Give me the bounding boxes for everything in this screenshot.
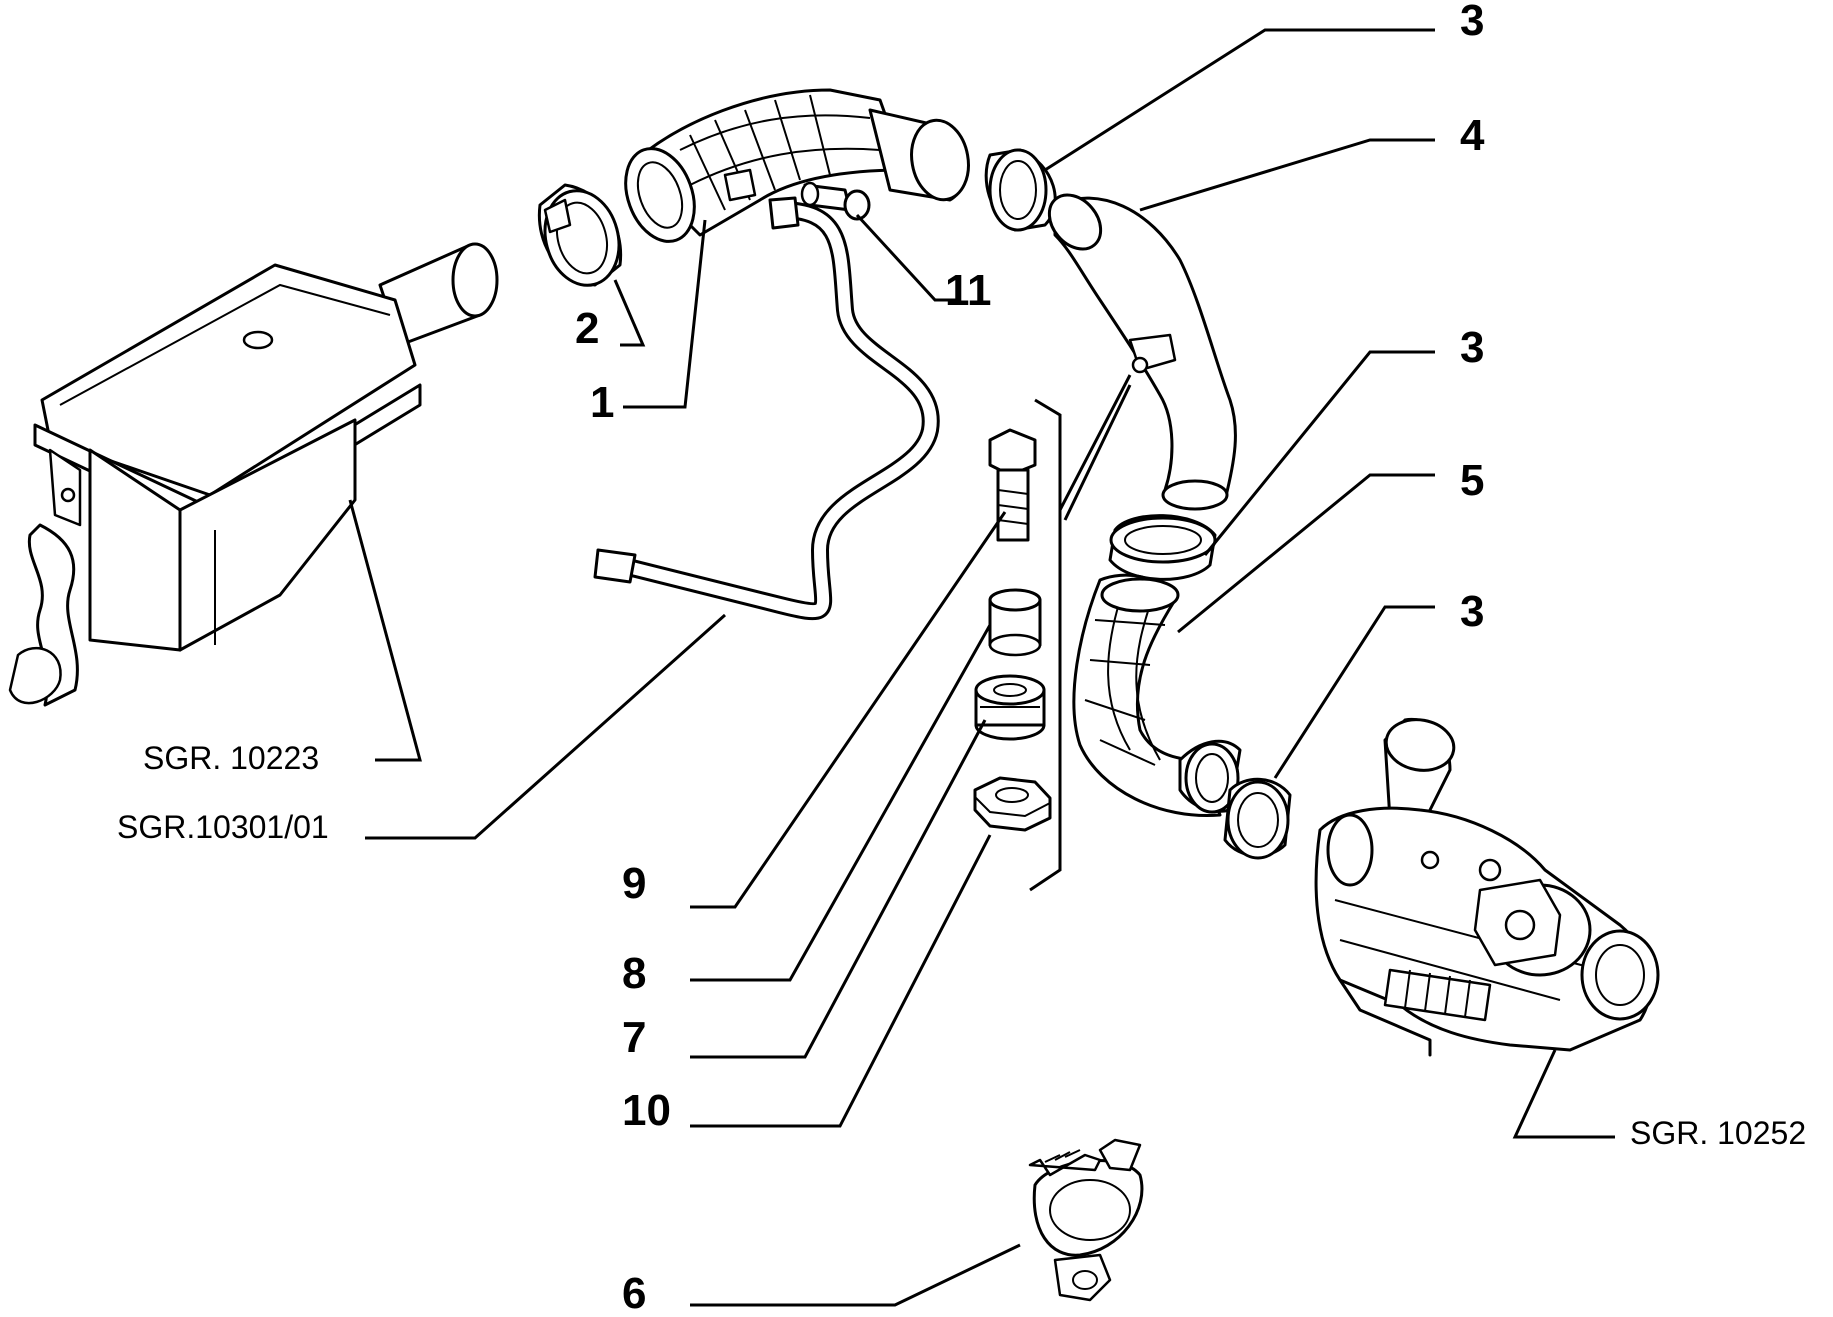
leader-10 (690, 834, 992, 1128)
nut-10 (973, 776, 1052, 832)
callout-4: 4 (1460, 111, 1485, 160)
leader-oil-pipe (365, 613, 726, 840)
leader-3-top (1044, 28, 1435, 172)
leader-3-lower (1273, 605, 1435, 779)
callout-11: 11 (945, 266, 992, 315)
ref-air-filter: SGR. 10223 (143, 740, 319, 776)
leader-5 (1177, 473, 1435, 634)
fitting-11 (800, 181, 871, 221)
leader-4 (1139, 138, 1435, 212)
ref-turbo: SGR. 10252 (1630, 1115, 1806, 1151)
callout-9: 9 (622, 859, 646, 908)
hose-clamp-3-middle (1108, 514, 1217, 581)
callout-3-lower: 3 (1460, 587, 1484, 636)
hose-4 (1047, 193, 1237, 511)
hose-clamp-3-lower (1223, 777, 1292, 860)
leader-2 (613, 279, 646, 347)
leader-8 (690, 624, 992, 982)
leader-7 (690, 719, 987, 1059)
hose-clamp-2 (537, 183, 623, 287)
pipe-clip-6 (1028, 1138, 1144, 1302)
callout-6: 6 (622, 1269, 646, 1317)
leader-6 (690, 1243, 1021, 1307)
grommet-7 (974, 674, 1046, 741)
callout-5: 5 (1460, 456, 1484, 505)
leader-turbo (1512, 1049, 1615, 1139)
leader-11 (855, 213, 960, 302)
callout-2: 2 (575, 304, 599, 353)
turbocharger (1314, 717, 1660, 1057)
callout-7: 7 (622, 1013, 646, 1062)
callout-3-middle: 3 (1460, 323, 1484, 372)
hose-clamp-3-top (984, 148, 1057, 232)
callout-3-top: 3 (1460, 0, 1484, 45)
leader-air-filter (348, 499, 422, 762)
air-filter-box (8, 242, 499, 707)
callout-10: 10 (622, 1086, 671, 1135)
hose-5 (1072, 573, 1242, 818)
vent-pipe (593, 196, 940, 621)
guide-line (1029, 374, 1132, 892)
leader-1 (623, 219, 707, 409)
ref-oil-pipe: SGR.10301/01 (117, 809, 329, 845)
callout-8: 8 (622, 949, 646, 998)
bolt-9 (988, 428, 1037, 542)
intake-hose-1 (624, 88, 970, 243)
leader-9 (690, 511, 1007, 909)
spacer-8 (988, 588, 1042, 657)
leader-3-middle (1203, 350, 1435, 556)
callout-1: 1 (590, 378, 614, 427)
